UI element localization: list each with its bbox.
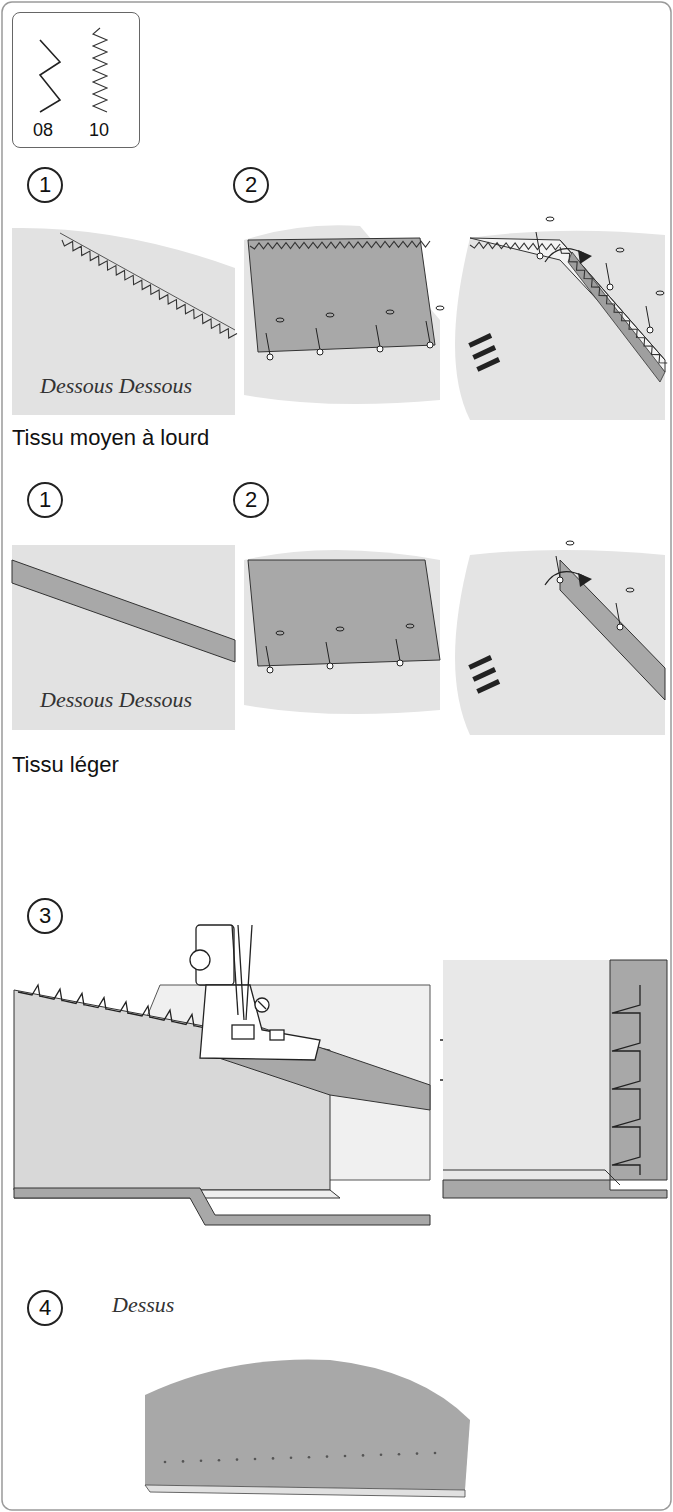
callout-number: 1 [39, 489, 51, 511]
stitch-number: 08 [33, 120, 53, 141]
callout-number: 2 [245, 489, 257, 511]
fabric-weight-label: Tissu moyen à lourd [12, 425, 209, 451]
step-number: 1 [27, 482, 63, 518]
step-number: 2 [233, 482, 269, 518]
underside-label: Dessous Dessous [40, 687, 192, 713]
callout-number: 1 [39, 174, 51, 196]
stitch-number: 10 [89, 120, 109, 141]
callout-number: 3 [39, 905, 51, 927]
fabric-weight-label: Tissu léger [12, 752, 119, 778]
step-number: 2 [233, 167, 269, 203]
stitch-selector-box: 08 10 [12, 12, 140, 148]
step-number: 3 [27, 898, 63, 934]
callout-number: 4 [39, 1297, 51, 1319]
top-side-label: Dessus [112, 1292, 174, 1318]
step-number: 4 [27, 1290, 63, 1326]
step-number: 1 [27, 167, 63, 203]
callout-number: 2 [245, 174, 257, 196]
underside-label: Dessous Dessous [40, 373, 192, 399]
